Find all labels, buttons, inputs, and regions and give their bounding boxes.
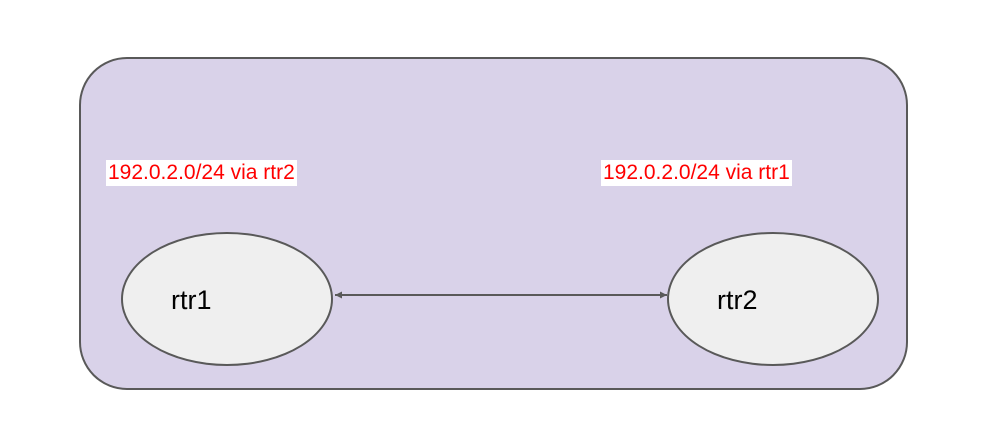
route-label-rtr2: 192.0.2.0/24 via rtr1 xyxy=(601,160,792,186)
route-label-rtr1: 192.0.2.0/24 via rtr2 xyxy=(106,160,297,186)
router-label-rtr2: rtr2 xyxy=(717,285,758,315)
router-label-rtr1: rtr1 xyxy=(171,285,212,315)
router-node-rtr1[interactable]: rtr1 xyxy=(121,232,333,366)
router-node-rtr2[interactable]: rtr2 xyxy=(667,232,879,366)
